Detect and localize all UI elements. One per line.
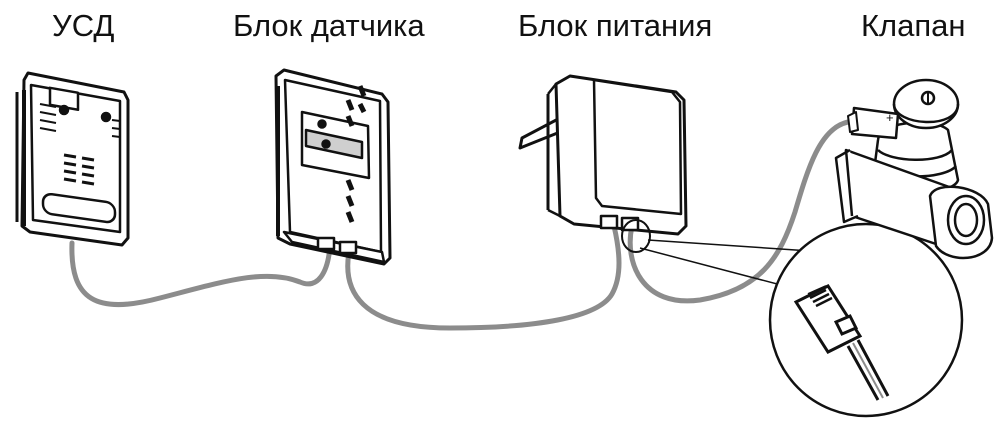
sensor-jack-left [316,236,336,251]
usd-speaker-grille [63,153,95,186]
label-valve: Клапан [861,8,966,43]
cable-usd-to-sensor [69,240,333,308]
cables [69,119,851,331]
valve-terminal-plus: + [886,110,894,125]
usd-device [15,71,130,247]
valve-device [834,78,994,260]
sensor-jack-right [338,240,358,255]
power-block-device [518,74,688,253]
cable-power-to-valve [627,119,851,304]
label-sensor-block: Блок датчика [233,8,425,43]
sensor-block-device [274,68,392,266]
usd-led-left [58,104,70,116]
usd-led-right [100,111,112,123]
label-power-block: Блок питания [518,8,713,43]
power-plug-pin [518,116,562,150]
sensor-window [304,128,364,160]
connector-zoom-callout [639,222,964,418]
cable-sensor-to-power [345,223,622,331]
label-usd: УСД [52,8,115,43]
rj-connector-icon [793,284,890,401]
usd-button [41,192,117,224]
power-jack-left [599,214,619,230]
zoom-marker-ring [621,219,651,253]
